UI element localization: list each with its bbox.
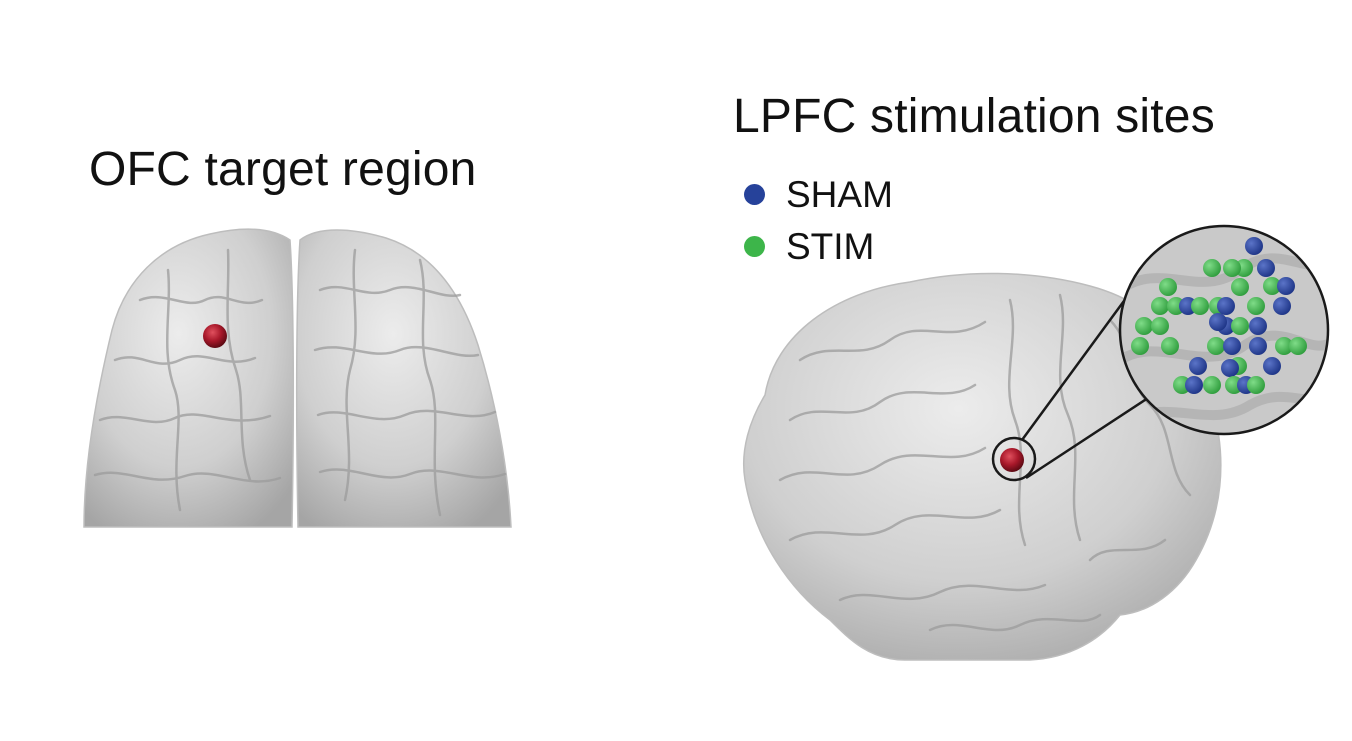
legend-item-stim: STIM — [744, 220, 893, 272]
ofc-brain-top-view — [83, 228, 512, 528]
sham-site-dot — [1249, 317, 1267, 335]
stim-site-dot — [1247, 376, 1265, 394]
legend: SHAM STIM — [744, 168, 893, 272]
stim-site-dot — [1159, 278, 1177, 296]
zoom-connector-upper — [1020, 289, 1134, 441]
stim-legend-label: STIM — [786, 225, 875, 267]
stim-site-dot — [1263, 277, 1281, 295]
stim-site-dot — [1203, 259, 1221, 277]
lpfc-brain-lateral-view — [742, 272, 1222, 661]
stim-legend-dot — [744, 235, 765, 257]
stim-site-dot — [1131, 337, 1149, 355]
stim-site-dot — [1275, 337, 1293, 355]
stim-site-dot — [1151, 297, 1169, 315]
sham-site-dot — [1223, 337, 1241, 355]
sham-site-dot — [1257, 259, 1275, 277]
sham-site-dot — [1209, 313, 1227, 331]
sham-site-dot — [1217, 297, 1235, 315]
left-hemisphere — [83, 228, 295, 528]
sham-site-dot — [1185, 376, 1203, 394]
stim-site-dot — [1203, 376, 1221, 394]
sham-site-dot — [1221, 359, 1239, 377]
stim-site-dot — [1247, 297, 1265, 315]
stim-site-dot — [1289, 337, 1307, 355]
lateral-brain-surface — [742, 272, 1222, 661]
stim-site-dot — [1231, 278, 1249, 296]
stim-site-dot — [1191, 297, 1209, 315]
stim-site-dot — [1207, 337, 1225, 355]
sham-site-dot — [1273, 297, 1291, 315]
stim-site-dot — [1151, 317, 1169, 335]
sham-site-dot — [1263, 357, 1281, 375]
sham-legend-dot — [744, 183, 765, 205]
ofc-target-marker — [203, 324, 227, 348]
sham-site-dot — [1245, 237, 1263, 255]
lpfc-target-marker — [1000, 448, 1024, 472]
zoom-connector-lower — [1025, 396, 1149, 480]
stim-site-dot — [1161, 337, 1179, 355]
sham-site-dot — [1189, 357, 1207, 375]
right-hemisphere — [295, 229, 512, 528]
stimulation-site-dots — [1131, 237, 1307, 394]
legend-item-sham: SHAM — [744, 168, 893, 220]
sham-site-dot — [1277, 277, 1295, 295]
sham-legend-label: SHAM — [786, 173, 893, 215]
stim-site-dot — [1135, 317, 1153, 335]
stim-site-dot — [1231, 317, 1249, 335]
target-highlight-ring — [991, 436, 1037, 482]
sham-site-dot — [1249, 337, 1267, 355]
zoom-inset — [1118, 224, 1330, 436]
stim-site-dot — [1223, 259, 1241, 277]
lpfc-panel-title: LPFC stimulation sites — [733, 90, 1215, 143]
ofc-panel-title: OFC target region — [89, 143, 477, 196]
